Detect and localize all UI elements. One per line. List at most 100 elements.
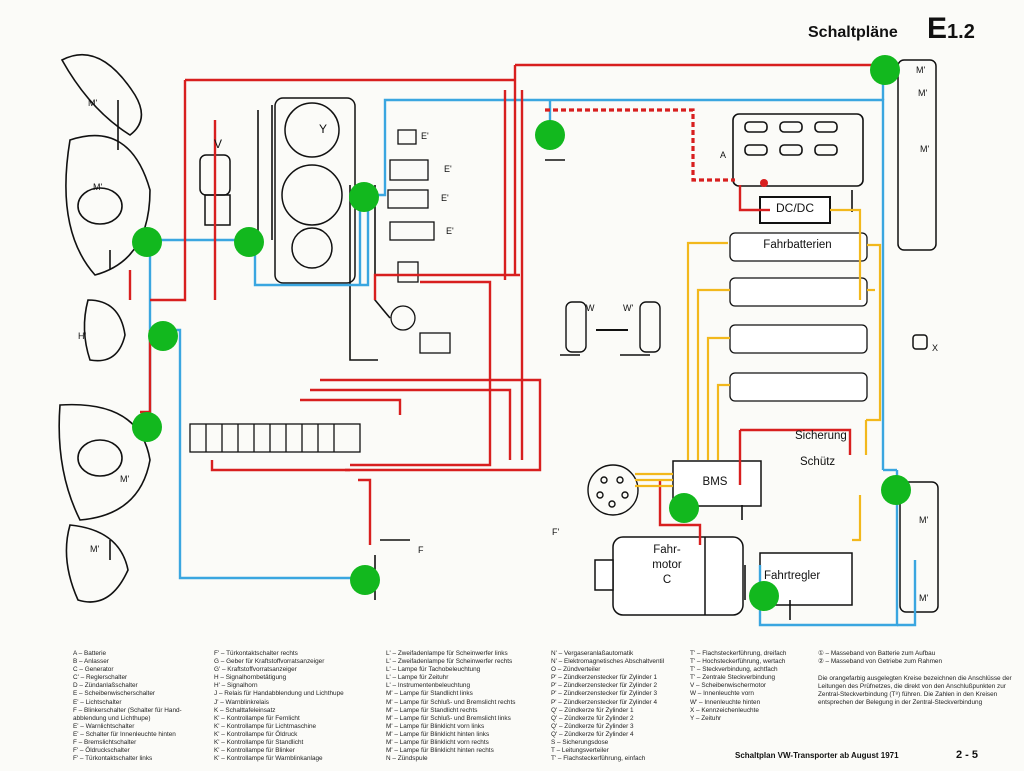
label-M7: M' — [920, 144, 930, 154]
switch-group — [387, 129, 451, 354]
legend-item: P' – Zündkerzenstecker für Zylinder 2 — [551, 682, 658, 690]
label-M2: M' — [93, 182, 103, 192]
marker-3 — [349, 182, 379, 212]
legend-item: C – Generator — [73, 666, 114, 674]
horn — [83, 299, 126, 362]
legend-item: L' – Lampe für Zeituhr — [386, 674, 449, 682]
label-H: H' — [78, 331, 87, 341]
label-M6: M' — [918, 88, 928, 98]
legend-item: M' – Lampe für Blinklicht vorn links — [386, 722, 485, 730]
label-E3: E' — [441, 193, 449, 203]
legend-column-3: L' – Zweifadenlampe für Scheinwerfer lin… — [386, 650, 515, 763]
legend-item: G – Geber für Kraftstoffvorratsanzeiger — [214, 658, 325, 666]
legend-item: N' – Elektromagnetisches Abschaltventil — [551, 658, 665, 666]
legend-item: H' – Signalhorn — [214, 682, 258, 690]
label-Y: Y — [319, 122, 328, 136]
right-headlamp-bulb — [77, 439, 123, 477]
marker-9 — [669, 493, 699, 523]
legend-item: M' – Lampe für Schluß- und Bremslicht re… — [386, 698, 516, 706]
legend-item: E – Scheibenwischerschalter — [73, 690, 156, 698]
label-W: W — [586, 303, 595, 313]
legend-item: T' – Zentrale Steckverbindung — [690, 674, 776, 682]
traction-batteries — [729, 232, 868, 402]
legend-item: K' – Kontrollampe für Öldruck — [214, 730, 298, 738]
legend-item: T' – Steckverbindung, achtfach — [690, 666, 778, 674]
marker-7 — [132, 412, 162, 442]
front-left-turn-lamp — [60, 53, 143, 136]
legend-item: X – Kennzeichenleuchte — [690, 706, 759, 714]
legend-item: E' – Warnlichtschalter — [73, 722, 135, 730]
page-code: E1.2 — [927, 12, 975, 45]
legend-item: Q' – Zündkerze für Zylinder 1 — [551, 706, 634, 714]
connection-markers — [132, 55, 911, 611]
legend-item: L' – Zweifadenlampe für Scheinwerfer rec… — [386, 658, 513, 666]
rear-lamps — [897, 59, 939, 613]
legend-item: K' – Kontrollampe für Standlicht — [214, 739, 304, 747]
legend-item: M' – Lampe für Blinklicht hinten rechts — [386, 747, 494, 755]
legend-item: G' – Kraftstoffvorratsanzeiger — [214, 666, 297, 674]
cluster-housing — [274, 97, 356, 284]
instrument-cluster — [274, 97, 356, 284]
legend-item: Y – Zeituhr — [690, 714, 722, 722]
marker-1 — [132, 227, 162, 257]
label-E2: E' — [444, 164, 452, 174]
label-A: A — [720, 150, 727, 160]
left-headlamp-group — [58, 53, 151, 603]
bms-label: BMS — [702, 476, 728, 488]
label-M3: M' — [90, 544, 100, 554]
legend-item: F' – Türkontaktschalter rechts — [214, 650, 298, 657]
fuel-gauge — [291, 227, 333, 269]
legend-item: O – Zündverteiler — [551, 666, 601, 674]
legend-item: L' – Lampe für Tachobeleuchtung — [386, 666, 481, 674]
legend-item: M' – Lampe für Standlicht rechts — [386, 706, 478, 714]
legend-item: F – Blinkerschalter (Schalter für Hand- — [73, 706, 182, 714]
legend-item: V – Scheibenwischermotor — [690, 682, 767, 690]
page-title: Schaltpläne — [808, 24, 898, 41]
footer-caption: Schaltplan VW-Transporter ab August 1971 — [735, 751, 899, 760]
legend-item: C' – Reglerschalter — [73, 674, 128, 682]
legend-item: F – Bremslichtschalter — [73, 739, 137, 747]
legend-item: Q' – Zündkerze für Zylinder 3 — [551, 722, 634, 730]
legend-item: K' – Kontrollampe für Fernlicht — [214, 714, 300, 722]
legend-item: M' – Lampe für Schluß- und Bremslicht li… — [386, 714, 511, 722]
legend-item: T – Leitungsverteiler — [551, 747, 609, 755]
legend-note: Die orangefarbig ausgelegten Kreise beze… — [818, 675, 1012, 707]
marker-5 — [870, 55, 900, 85]
battery-A — [732, 113, 864, 187]
schutz-label: Schütz — [800, 456, 836, 468]
label-V: V — [214, 137, 223, 151]
fuse-box — [189, 423, 361, 453]
legend-item: ① – Masseband von Batterie zum Aufbau — [818, 650, 936, 657]
legend-item: M' – Lampe für Standlicht links — [386, 690, 473, 698]
marker-11 — [749, 581, 779, 611]
marker-10 — [881, 475, 911, 505]
fahrregler-label: Fahrtregler — [764, 570, 821, 582]
legend-item: W' – Innenleuchte hinten — [690, 698, 761, 706]
striped-wire — [545, 108, 735, 182]
legend-item: T' – Hochsteckerführung, wertach — [690, 658, 786, 666]
legend-item: T' – Flachsteckerführung, einfach — [551, 755, 646, 763]
legend-item: K' – Kontrollampe für Blinker — [214, 747, 295, 755]
legend-item: L' – Zweifadenlampe für Scheinwerfer lin… — [386, 650, 508, 657]
marker-6 — [148, 321, 178, 351]
legend-item: N' – Vergaseranlaßautomatik — [551, 650, 634, 657]
legend-item: E' – Lichtschalter — [73, 698, 122, 706]
legend-item: T' – Flachsteckerführung, dreifach — [690, 650, 787, 657]
label-M9: M' — [919, 593, 929, 603]
dcdc-box — [759, 196, 831, 224]
legend-item: M' – Lampe für Blinklicht hinten links — [386, 730, 490, 738]
label-M4: M' — [120, 474, 130, 484]
legend-item: F' – Türkontaktschalter links — [73, 755, 153, 763]
yellow-wires — [635, 208, 882, 542]
legend-item: M' – Lampe für Blinklicht vorn rechts — [386, 739, 489, 747]
label-X: X — [932, 343, 939, 353]
legend-item: E' – Schalter für Innenleuchte hinten — [73, 730, 176, 738]
label-M1: M' — [88, 98, 98, 108]
legend-item: abblendung und Lichthupe) — [73, 714, 151, 722]
legend-item: B – Anlasser — [73, 658, 109, 666]
legend-item: P' – Zündkerzenstecker für Zylinder 4 — [551, 698, 658, 706]
